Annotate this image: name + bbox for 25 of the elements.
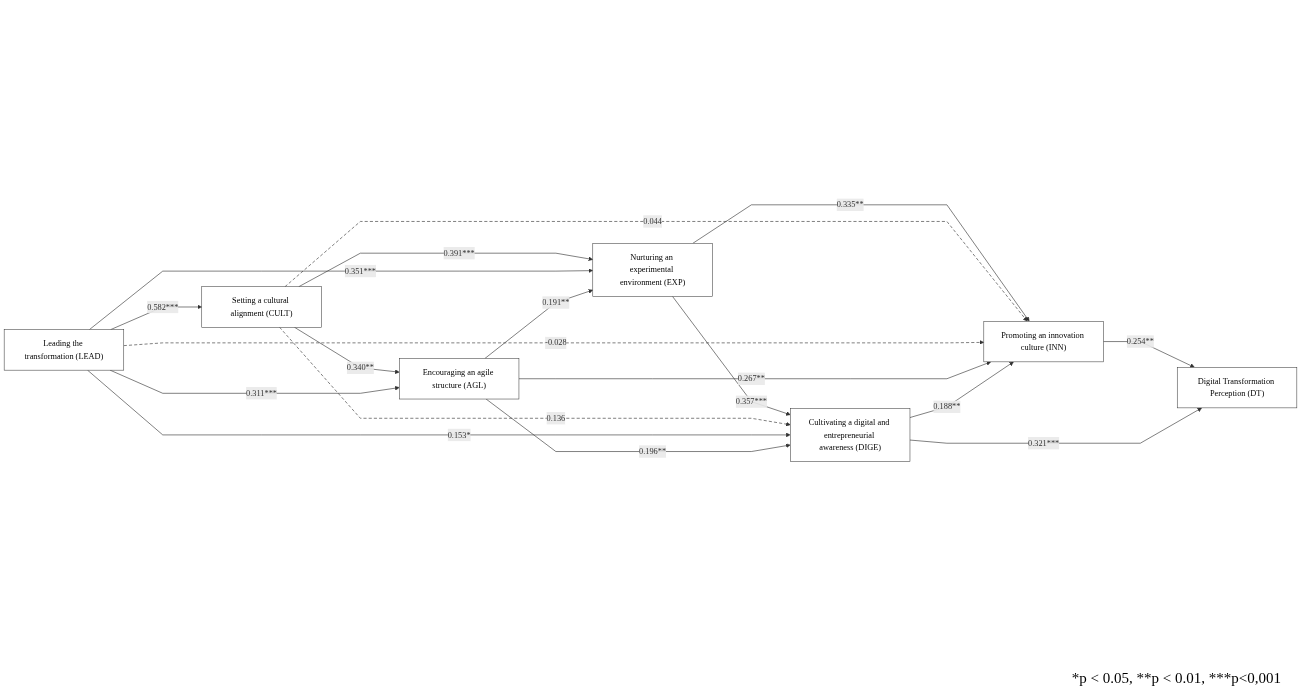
edge-label: 0.311*** (246, 388, 277, 398)
edge-label: 0.191** (542, 297, 570, 307)
edge-label: 0.357*** (735, 396, 767, 406)
edge-label: 0.351*** (344, 266, 376, 276)
edge-label: 0.254** (1126, 336, 1154, 346)
edge-label: 0.335** (836, 200, 864, 209)
edge-label: 0.321*** (1028, 438, 1060, 448)
edge-label: 0.153* (447, 430, 471, 440)
node-box: Encouraging an agile structure (AGL) (399, 358, 520, 400)
node-box: Promoting an innovation culture (INN) (983, 321, 1104, 363)
significance-note: *p < 0.05, **p < 0.01, ***p<0,001 (1071, 670, 1281, 687)
node-box: Setting a cultural alignment (CULT) (201, 286, 322, 328)
edge-label: -0.028 (545, 338, 567, 348)
edge-label: 0.391*** (443, 248, 475, 258)
node-box: Leading the transformation (LEAD) (3, 329, 125, 371)
node-box: Cultivating a digital and entrepreneurial awareness (DIGE) (790, 408, 911, 462)
edge-label: 0.582*** (147, 302, 179, 312)
edge-label: 0.196** (639, 446, 667, 456)
edge-label: 0.340** (346, 363, 374, 372)
edge-label: 0.136 (546, 413, 566, 423)
edge-label: 0.188** (933, 402, 961, 411)
node-box: Nurturing an experimental environment (EXP) (592, 243, 713, 297)
node-box: Digital Transformation Perception (DT) (1177, 367, 1298, 409)
edge-label: 0.267** (737, 374, 765, 383)
edge-label: 0.044 (643, 216, 662, 226)
